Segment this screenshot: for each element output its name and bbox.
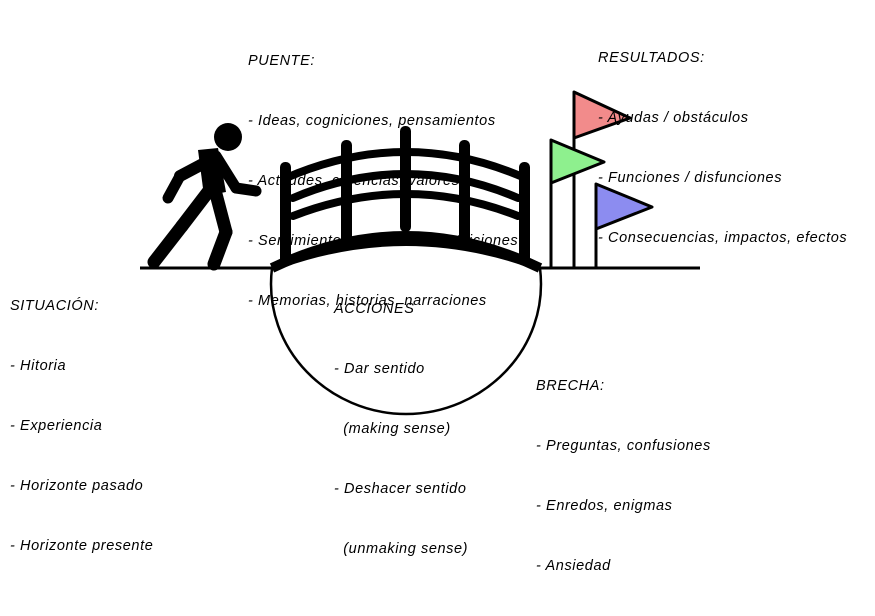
resultados-item: - Funciones / disfunciones xyxy=(598,170,783,186)
brecha-item: - Enredos, enigmas xyxy=(536,498,673,514)
puente-item: - Sentimientos, emociones, intuiciones xyxy=(248,233,519,249)
flag-icon-middle xyxy=(549,138,606,268)
puente-block: PUENTE: - Ideas, cogniciones, pensamient… xyxy=(248,11,518,351)
flag-icon-top xyxy=(572,90,632,268)
acciones-item: - Deshacer sentido xyxy=(334,481,467,497)
situacion-block: SITUACIÓN: - Hitoria - Experiencia - Hor… xyxy=(10,256,153,596)
bridge-icon xyxy=(269,126,543,273)
resultados-item: - Consecuencias, impactos, efectos xyxy=(598,230,848,246)
walking-person-icon xyxy=(147,123,262,271)
situacion-item: - Horizonte presente xyxy=(10,538,154,554)
brecha-block: BRECHA: - Preguntas, confusiones - Enred… xyxy=(536,336,711,616)
gap-chasm xyxy=(269,267,543,416)
brecha-item: - Ansiedad xyxy=(536,558,611,574)
brecha-item: - Preguntas, confusiones xyxy=(536,438,711,454)
situacion-title: SITUACIÓN: xyxy=(10,298,99,314)
acciones-item: (unmaking sense) xyxy=(334,541,469,557)
acciones-item: - Dar sentido xyxy=(334,361,425,377)
resultados-item: - Ayudas / obstáculos xyxy=(598,110,749,126)
flags xyxy=(549,90,654,268)
sensemaking-diagram: PUENTE: - Ideas, cogniciones, pensamient… xyxy=(10,8,847,574)
situacion-item: - Horizonte pasado xyxy=(10,478,144,494)
diagram-graphics xyxy=(140,90,700,416)
situacion-item: - Experiencia xyxy=(10,418,103,434)
puente-title: PUENTE: xyxy=(248,53,316,69)
situacion-item: - Hitoria xyxy=(10,358,67,374)
puente-item: - Actitudes, creencias, valores xyxy=(248,173,460,189)
brecha-title: BRECHA: xyxy=(536,378,605,394)
acciones-block: ACCIONES - Dar sentido (making sense) - … xyxy=(334,259,468,599)
acciones-title: ACCIONES xyxy=(334,301,415,317)
puente-item: - Memorias, historias, narraciones xyxy=(248,293,487,309)
resultados-title: RESULTADOS: xyxy=(598,50,705,66)
bridge-rails xyxy=(282,148,529,220)
flag-icon-bottom xyxy=(594,182,654,268)
acciones-item: (making sense) xyxy=(334,421,451,437)
resultados-block: RESULTADOS: - Ayudas / obstáculos - Func… xyxy=(598,8,847,288)
puente-item: - Ideas, cogniciones, pensamientos xyxy=(248,113,496,129)
